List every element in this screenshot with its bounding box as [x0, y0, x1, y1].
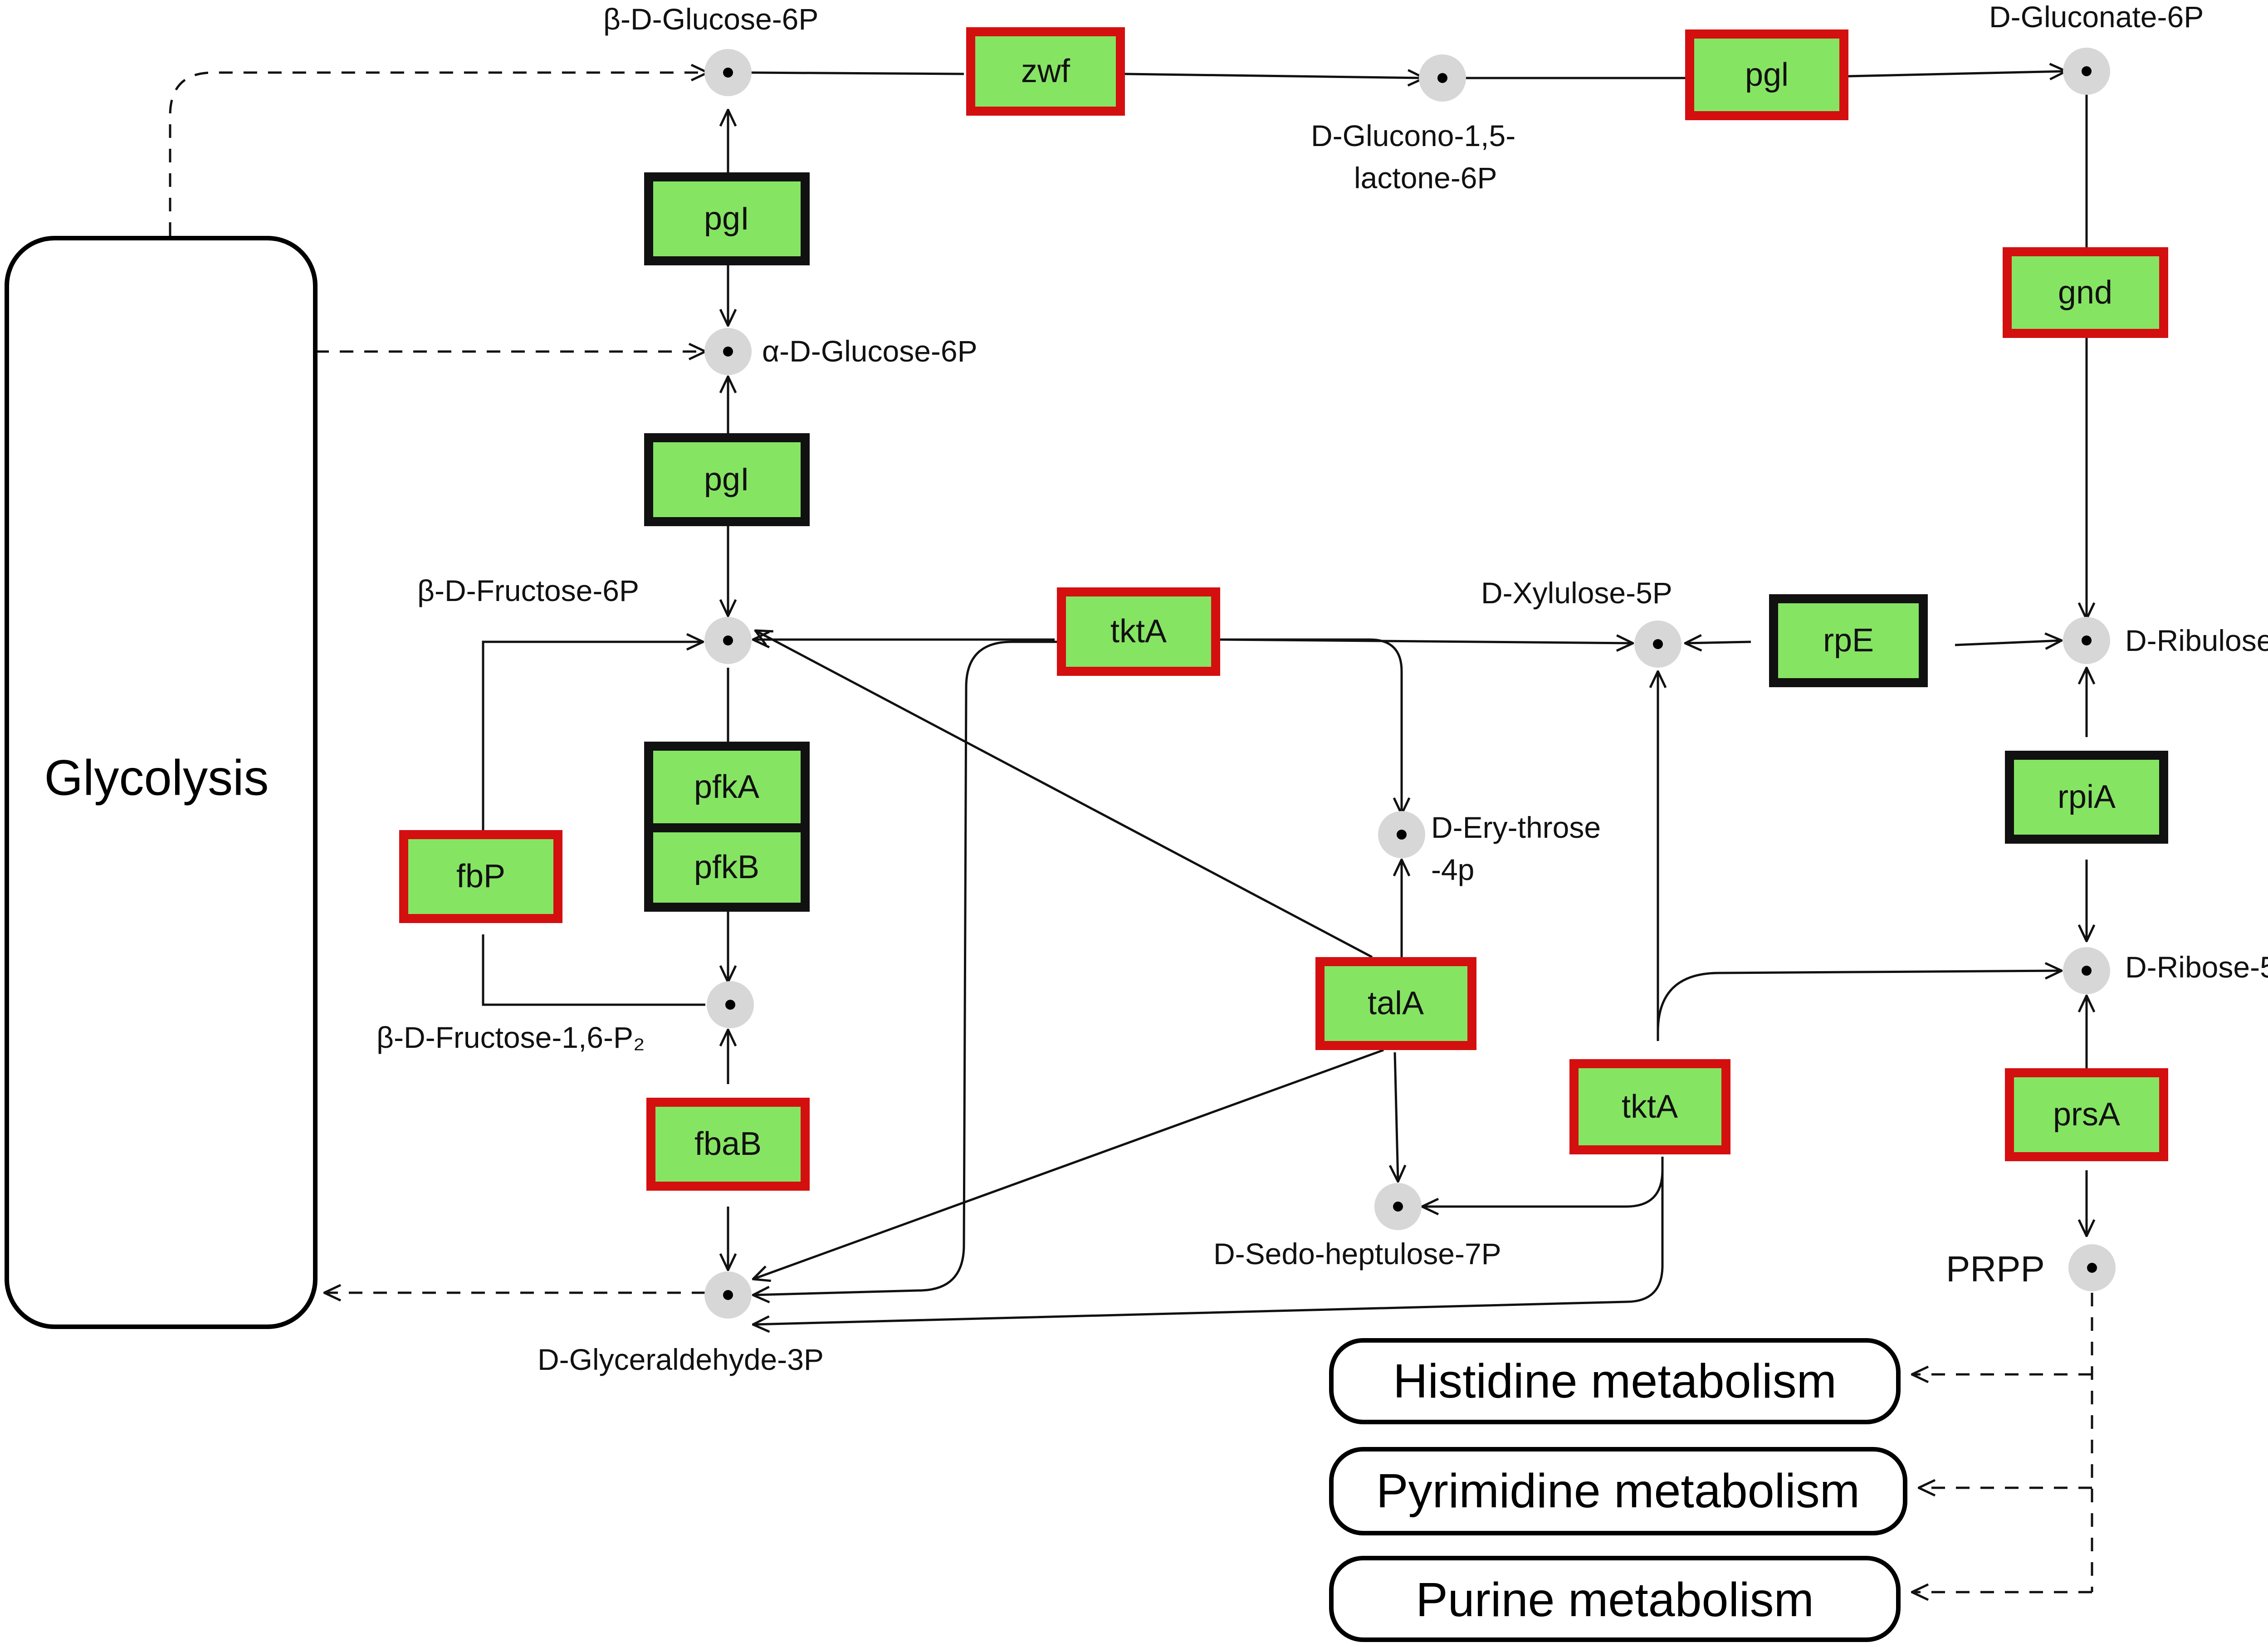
fbp-to-fructose-arrow: [482, 642, 703, 832]
enzyme-zwf-label: zwf: [1021, 53, 1070, 89]
rpe-to-ribulose-arrow: [1955, 640, 2062, 645]
node-a-d-glucose-6p: [704, 328, 752, 375]
enzyme-tala: talA: [1315, 957, 1476, 1050]
label-d-ribulose-5p: D-Ribulose-5P: [2125, 624, 2268, 657]
enzyme-pgi-lower: pgI: [644, 433, 810, 526]
enzyme-rpia: rpiA: [2005, 751, 2168, 844]
node-d-glyceraldehyde-3p: [704, 1271, 752, 1319]
label-b-d-fructose-16p2: β-D-Fructose-1,6-P₂: [376, 1021, 645, 1054]
glycolysis-to-b-glucose-link: [169, 73, 708, 236]
enzyme-rpia-label: rpiA: [2058, 779, 2116, 815]
label-glucono-lactone-line1: D-Glucono-1,5-: [1311, 119, 1515, 152]
tala-to-fructose-arrow: [755, 630, 1373, 958]
fructose-bisphosphate-to-fbp-line: [482, 934, 705, 1006]
enzyme-prsa-label: prsA: [2053, 1096, 2120, 1133]
label-b-d-glucose-6p: β-D-Glucose-6P: [603, 2, 818, 36]
tkta-bottom-to-ribose-arrow: [1657, 971, 2062, 1032]
node-prpp: [2068, 1244, 2116, 1291]
label-a-d-glucose-6p: α-D-Glucose-6P: [762, 334, 978, 368]
zwf-to-lactone-arrow: [1124, 74, 1424, 78]
enzyme-tala-label: talA: [1368, 985, 1424, 1021]
enzyme-rpe: rpE: [1769, 594, 1928, 687]
node-d-ribulose-5p: [2063, 617, 2110, 664]
pyrimidine-metabolism-label: Pyrimidine metabolism: [1376, 1464, 1860, 1518]
label-d-erythrose-line1: D-Ery-throse: [1431, 811, 1601, 844]
enzyme-pgl-label: pgl: [1745, 57, 1789, 93]
rpe-to-xylulose-arrow: [1685, 642, 1751, 643]
enzyme-pfkb-label: pfkB: [694, 849, 759, 885]
node-d-xylulose-5p: [1634, 621, 1681, 668]
glycolysis-box: Glycolysis: [5, 236, 318, 1329]
node-d-ribose-5p: [2063, 947, 2110, 994]
enzyme-tkta-bottom-label: tktA: [1622, 1089, 1678, 1125]
enzyme-pgi-upper-label: pgI: [704, 200, 749, 237]
label-b-d-fructose-6p: β-D-Fructose-6P: [417, 574, 639, 607]
enzyme-tkta-bottom: tktA: [1569, 1059, 1730, 1154]
tkta-top-to-glyceraldehyde-arrow: [753, 640, 1057, 1295]
node-b-d-glucose-6p: [704, 49, 752, 96]
node-d-erythrose-4p: [1378, 811, 1425, 858]
enzyme-pfkb: pfkB: [644, 823, 810, 912]
label-d-gluconate-6p: D-Gluconate-6P: [1989, 0, 2204, 34]
purine-metabolism-label: Purine metabolism: [1416, 1573, 1814, 1627]
enzyme-tkta-top: tktA: [1057, 587, 1220, 676]
tala-to-sedoheptulose-arrow: [1395, 1052, 1398, 1182]
purine-metabolism-box: Purine metabolism: [1329, 1556, 1901, 1642]
label-prpp: PRPP: [1946, 1249, 2045, 1289]
enzyme-zwf: zwf: [966, 27, 1125, 116]
enzyme-pgl: pgl: [1685, 29, 1848, 120]
reaction-arrows: [169, 71, 2092, 1592]
node-d-gluconate-6p: [2063, 48, 2110, 95]
enzyme-gnd: gnd: [2003, 247, 2168, 338]
node-b-d-fructose-6p: [704, 617, 752, 664]
enzyme-rpe-label: rpE: [1823, 622, 1874, 659]
label-glucono-lactone-line2: lactone-6P: [1354, 161, 1497, 195]
enzyme-tkta-top-label: tktA: [1110, 613, 1167, 650]
node-d-sedoheptulose-7p: [1374, 1183, 1422, 1230]
tkta-bottom-to-sedoheptulose-arrow: [1422, 1157, 1664, 1207]
enzyme-pfka-label: pfkA: [694, 769, 759, 805]
enzyme-fbab: fbaB: [646, 1098, 810, 1191]
tkta-bottom-to-glyceraldehyde-arrow: [753, 1157, 1664, 1324]
label-d-glyceraldehyde-3p: D-Glyceraldehyde-3P: [538, 1343, 824, 1376]
histidine-metabolism-box: Histidine metabolism: [1329, 1338, 1901, 1424]
pyrimidine-metabolism-box: Pyrimidine metabolism: [1329, 1447, 1907, 1535]
enzyme-gnd-label: gnd: [2058, 274, 2112, 311]
node-glucono-lactone-6p: [1419, 54, 1466, 102]
enzyme-pfka: pfkA: [644, 742, 810, 832]
b-glucose-to-zwf-line: [748, 71, 964, 75]
label-d-erythrose-line2: -4p: [1431, 853, 1474, 886]
pgl-to-gluconate-arrow: [1848, 71, 2066, 76]
enzyme-prsa: prsA: [2005, 1068, 2168, 1161]
enzyme-pgi-lower-label: pgI: [704, 461, 749, 498]
enzyme-pgi-upper: pgI: [644, 172, 810, 265]
enzyme-fbp: fbP: [399, 830, 562, 923]
tkta-top-to-erythrose-arrow: [1220, 638, 1402, 814]
label-d-sedoheptulose-7p: D-Sedo-heptulose-7P: [1213, 1237, 1501, 1271]
label-d-xylulose-5p: D-Xylulose-5P: [1481, 576, 1672, 610]
enzyme-fbab-label: fbaB: [694, 1126, 762, 1162]
enzyme-fbp-label: fbP: [456, 858, 505, 894]
tala-to-glyceraldehyde-arrow: [753, 1049, 1384, 1279]
histidine-metabolism-label: Histidine metabolism: [1393, 1354, 1837, 1408]
node-b-d-fructose-16p2: [707, 981, 754, 1028]
glycolysis-label: Glycolysis: [44, 750, 269, 806]
metabolite-labels: β-D-Glucose-6P α-D-Glucose-6P D-Glucono-…: [376, 0, 2268, 1376]
label-d-ribose-5p: D-Ribose-5P: [2125, 950, 2268, 984]
